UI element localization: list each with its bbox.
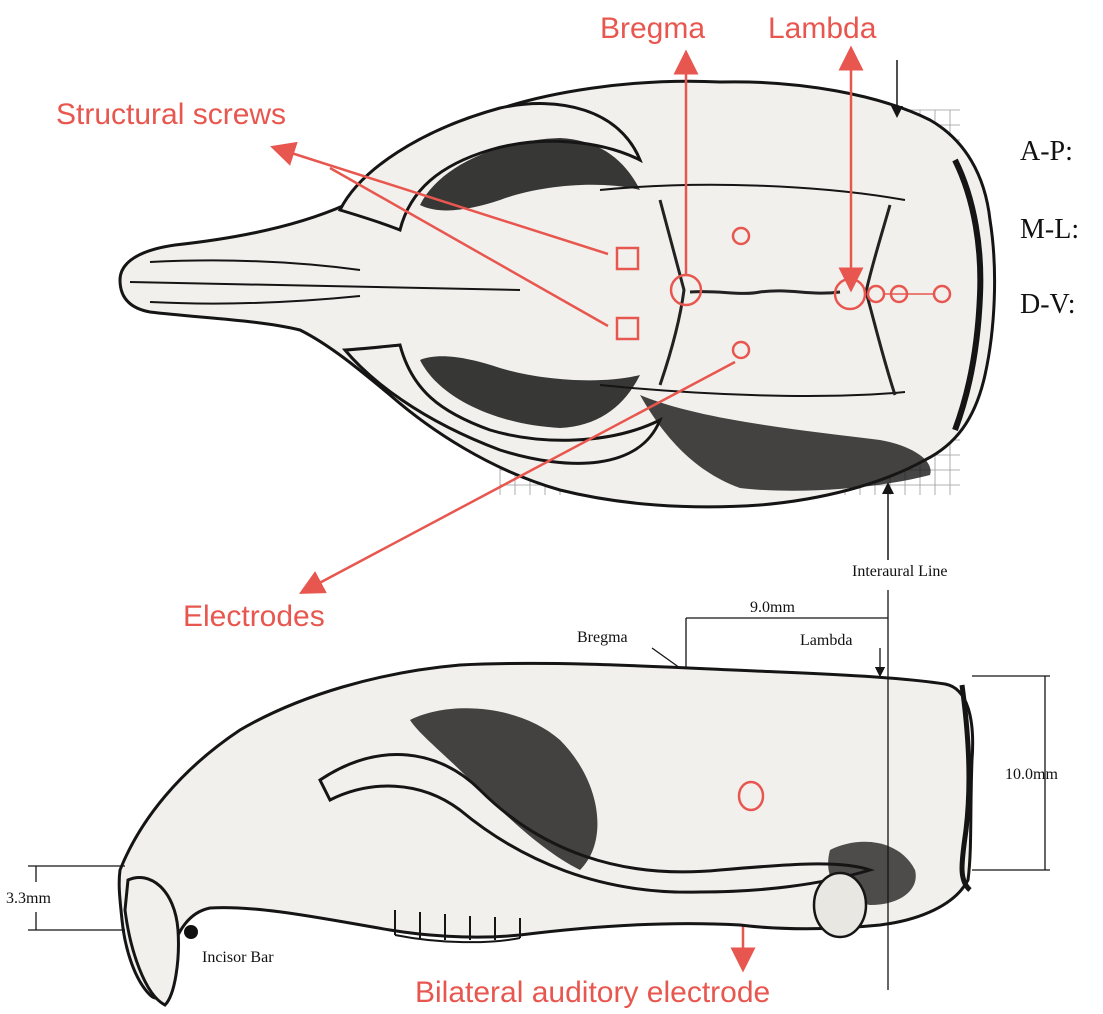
dv-coordinate-label: D-V: bbox=[1020, 289, 1075, 320]
ap-coordinate-label: A-P: bbox=[1020, 136, 1073, 167]
electrodes-label: Electrodes bbox=[183, 600, 325, 633]
incisor-bar-label: Incisor Bar bbox=[202, 949, 274, 966]
lambda-label: Lambda bbox=[768, 12, 877, 45]
bregma-pointer bbox=[652, 648, 680, 668]
nine-mm-label: 9.0mm bbox=[750, 599, 795, 616]
lateral-bregma-label: Bregma bbox=[577, 629, 628, 646]
lateral-lambda-label: Lambda bbox=[800, 632, 852, 649]
ml-coordinate-label: M-L: bbox=[1020, 214, 1079, 245]
incisor-bar-dot bbox=[184, 925, 198, 939]
bilateral-auditory-label: Bilateral auditory electrode bbox=[415, 976, 770, 1009]
dorsal-skull-view bbox=[120, 60, 995, 560]
bregma-label: Bregma bbox=[600, 12, 705, 45]
auditory-bulla bbox=[814, 873, 866, 937]
interaural-line-label: Interaural Line bbox=[852, 563, 948, 580]
incisor-offset-label: 3.3mm bbox=[6, 890, 51, 907]
structural-screws-label: Structural screws bbox=[56, 98, 286, 131]
ten-mm-label: 10.0mm bbox=[1005, 766, 1058, 783]
